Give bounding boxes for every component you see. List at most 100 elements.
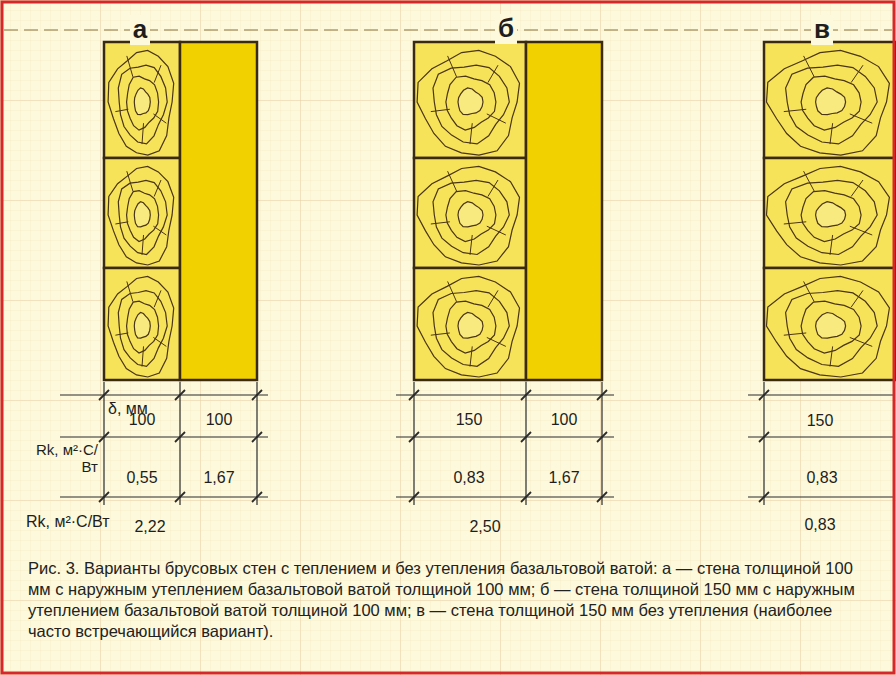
log-section bbox=[764, 158, 896, 268]
crack bbox=[488, 290, 498, 307]
growth-ring bbox=[127, 301, 159, 353]
tick bbox=[521, 390, 531, 400]
variant-letter: в bbox=[811, 15, 833, 45]
crack bbox=[804, 56, 815, 77]
variant-letter: б bbox=[495, 14, 517, 44]
crack bbox=[115, 333, 128, 335]
growth-ring bbox=[108, 276, 174, 377]
growth-ring bbox=[801, 191, 861, 242]
extension-line bbox=[525, 382, 526, 505]
log-section bbox=[104, 268, 180, 380]
growth-ring bbox=[417, 50, 519, 155]
tick bbox=[409, 492, 419, 502]
dimension-value: 100 bbox=[206, 411, 233, 429]
extension-line bbox=[763, 382, 764, 505]
tick bbox=[521, 492, 531, 502]
tick bbox=[99, 390, 109, 400]
extension-line bbox=[179, 382, 180, 505]
crack bbox=[851, 290, 863, 307]
growth-ring bbox=[816, 88, 846, 115]
crack bbox=[431, 333, 450, 335]
crack bbox=[487, 337, 506, 346]
growth-ring bbox=[446, 191, 496, 242]
crack bbox=[142, 235, 144, 255]
crack bbox=[850, 114, 872, 123]
dimension-value: 2,22 bbox=[134, 518, 165, 536]
tick bbox=[252, 492, 262, 502]
growth-ring bbox=[433, 180, 509, 254]
crack bbox=[142, 123, 144, 144]
dimension-line bbox=[748, 394, 893, 395]
crack bbox=[448, 56, 457, 77]
crack bbox=[488, 65, 498, 82]
crack bbox=[850, 337, 872, 346]
crack bbox=[153, 114, 166, 123]
growth-ring bbox=[134, 88, 150, 115]
dimension-value: 100 bbox=[551, 411, 578, 429]
dimension-lines bbox=[60, 382, 893, 505]
extension-line bbox=[256, 382, 257, 505]
extension-line bbox=[103, 382, 104, 505]
dimension-line bbox=[60, 496, 268, 497]
growth-ring bbox=[134, 202, 150, 227]
crack bbox=[154, 290, 161, 307]
growth-ring bbox=[108, 166, 174, 265]
crack bbox=[470, 346, 472, 366]
growth-ring bbox=[118, 180, 167, 254]
crack bbox=[804, 281, 815, 301]
growth-ring bbox=[134, 313, 150, 339]
growth-ring bbox=[118, 291, 167, 367]
growth-ring bbox=[118, 65, 167, 144]
tick bbox=[759, 390, 769, 400]
tick bbox=[99, 492, 109, 502]
insulation bbox=[180, 42, 602, 380]
log-section bbox=[104, 42, 180, 158]
dimension-line bbox=[60, 436, 268, 437]
crack bbox=[153, 226, 166, 235]
crack bbox=[431, 109, 450, 111]
dimension-value: Rk, м²·С/Вт bbox=[32, 441, 98, 476]
tick bbox=[252, 432, 262, 442]
crack bbox=[127, 281, 133, 301]
crack bbox=[830, 346, 833, 366]
crack bbox=[851, 65, 863, 82]
dimension-value: 0,55 bbox=[126, 469, 157, 487]
dimension-line bbox=[396, 394, 614, 395]
dimension-value: 2,50 bbox=[469, 518, 500, 536]
tick bbox=[175, 432, 185, 442]
growth-ring bbox=[446, 301, 496, 353]
log-section bbox=[414, 268, 526, 380]
log-section bbox=[414, 42, 526, 158]
tick bbox=[597, 390, 607, 400]
crack bbox=[830, 123, 833, 144]
crack bbox=[784, 222, 806, 224]
crack bbox=[488, 180, 498, 197]
crack bbox=[142, 346, 144, 366]
figure-caption: Рис. 3. Варианты брусовых стен с теплени… bbox=[28, 558, 868, 642]
crack bbox=[154, 65, 161, 82]
tick bbox=[521, 432, 531, 442]
log-section bbox=[764, 42, 896, 158]
growth-ring bbox=[458, 202, 483, 227]
growth-ring bbox=[786, 291, 878, 367]
tick bbox=[409, 432, 419, 442]
crack bbox=[487, 226, 506, 235]
growth-ring bbox=[446, 76, 496, 130]
dimension-value: 0,83 bbox=[453, 469, 484, 487]
tick bbox=[759, 432, 769, 442]
dimension-line bbox=[396, 496, 614, 497]
dimension-value: 0,83 bbox=[804, 516, 835, 534]
crack bbox=[470, 235, 472, 255]
growth-ring bbox=[458, 313, 483, 339]
growth-ring bbox=[417, 166, 519, 265]
crack bbox=[448, 281, 457, 301]
dimension-value: 150 bbox=[456, 411, 483, 429]
growth-ring bbox=[127, 191, 159, 242]
dimension-line bbox=[748, 436, 893, 437]
growth-ring bbox=[108, 50, 174, 155]
dimension-value: 0,83 bbox=[806, 469, 837, 487]
tick bbox=[759, 492, 769, 502]
tick bbox=[597, 432, 607, 442]
dimension-value: 100 bbox=[129, 411, 156, 429]
